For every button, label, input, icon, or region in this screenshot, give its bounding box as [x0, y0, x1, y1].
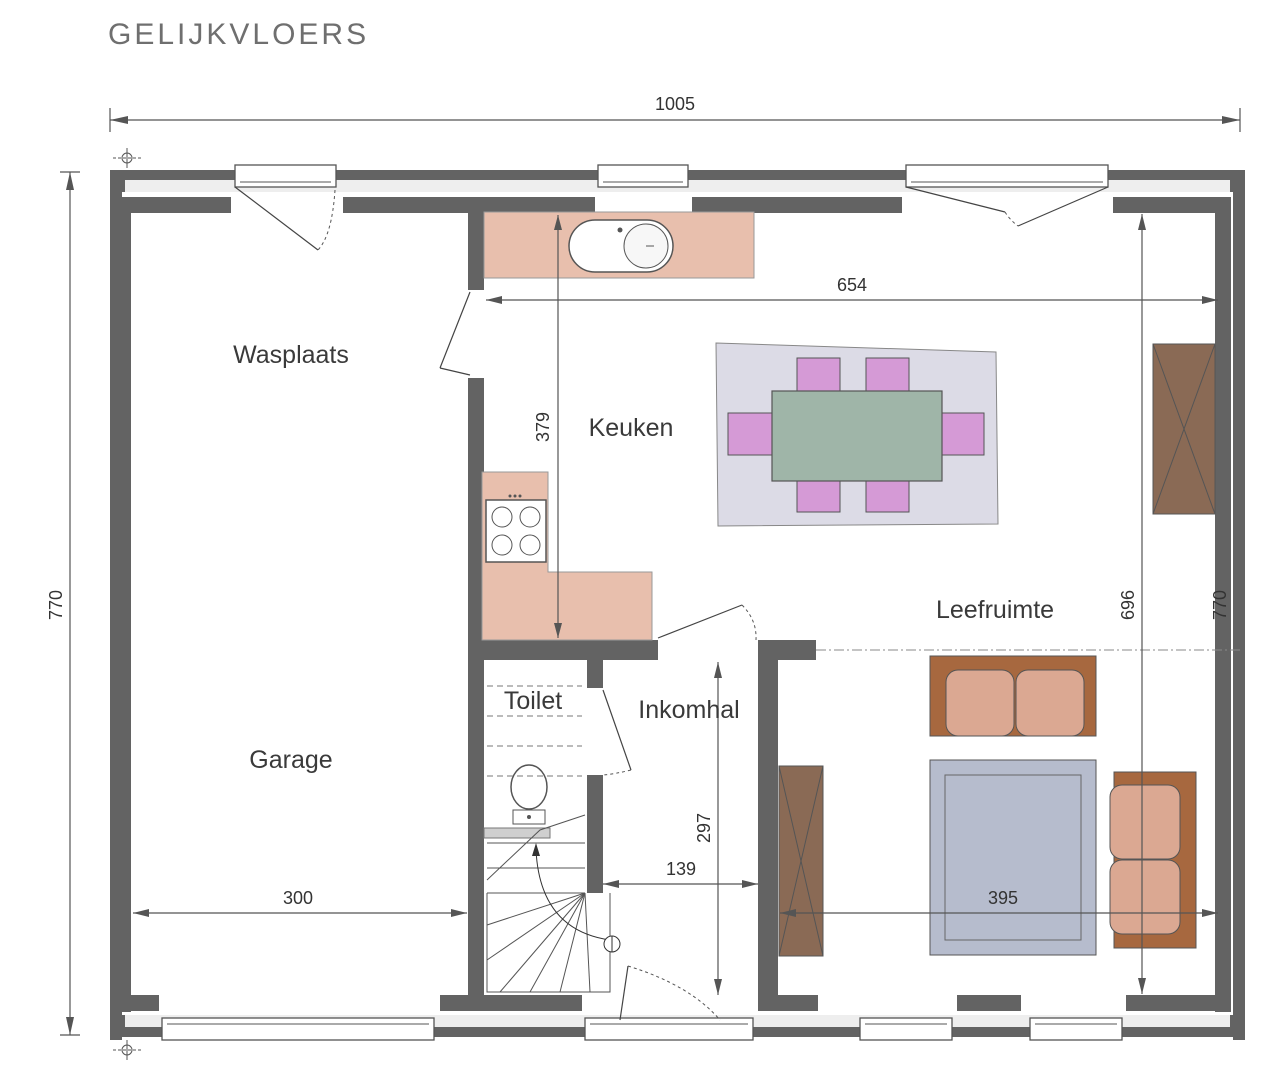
axis-marker-bottom [113, 1040, 141, 1060]
dimension-hall-width [603, 880, 758, 888]
dining-chairs [727, 357, 985, 513]
room-label-inkomhal: Inkomhal [638, 696, 739, 724]
sofa-right [1109, 771, 1197, 949]
toilet-shelf [483, 827, 551, 839]
dimension-hall-depth [714, 662, 722, 995]
staircase [486, 685, 621, 993]
interior-walls [468, 212, 816, 1010]
doors [234, 186, 1109, 1021]
dimension-living-width [486, 296, 1218, 304]
room-label-toilet: Toilet [504, 687, 562, 715]
dim-label-living-lower-width: 395 [988, 888, 1018, 908]
dim-label-hall-width: 139 [666, 859, 696, 879]
coffee-rug [929, 759, 1097, 956]
dim-label-living-width: 654 [837, 275, 867, 295]
dim-label-hall-depth: 297 [694, 813, 714, 843]
room-label-wasplaats: Wasplaats [233, 341, 349, 369]
cooktop-icon [485, 494, 547, 563]
dim-label-kitchen-depth: 379 [533, 412, 553, 442]
dim-label-right-height: 770 [1210, 590, 1230, 620]
dimension-overall-width [109, 108, 1241, 132]
sofa-top [929, 655, 1097, 737]
dim-label-garage-width: 300 [283, 888, 313, 908]
living-cabinet-right [1152, 343, 1216, 515]
living-cabinet-left [778, 765, 824, 957]
dining-table [771, 390, 943, 482]
dimension-kitchen-depth [554, 215, 562, 638]
dimension-living-lower-width [780, 909, 1218, 917]
kitchen-sink [568, 219, 674, 273]
axis-marker-top [113, 148, 141, 168]
dimension-living-height [1138, 214, 1146, 994]
plan-title: GELIJKVLOERS [108, 18, 370, 51]
dimension-garage-width [133, 909, 467, 917]
room-label-leefruimte: Leefruimte [936, 596, 1054, 624]
dim-label-overall-width: 1005 [655, 94, 695, 114]
windows [161, 164, 1123, 1041]
toilet-icon [510, 764, 548, 825]
room-label-garage: Garage [249, 746, 332, 774]
dim-label-living-height: 696 [1118, 590, 1138, 620]
room-label-keuken: Keuken [589, 414, 674, 442]
dimension-overall-height [60, 171, 80, 1036]
dim-label-overall-height: 770 [46, 590, 66, 620]
